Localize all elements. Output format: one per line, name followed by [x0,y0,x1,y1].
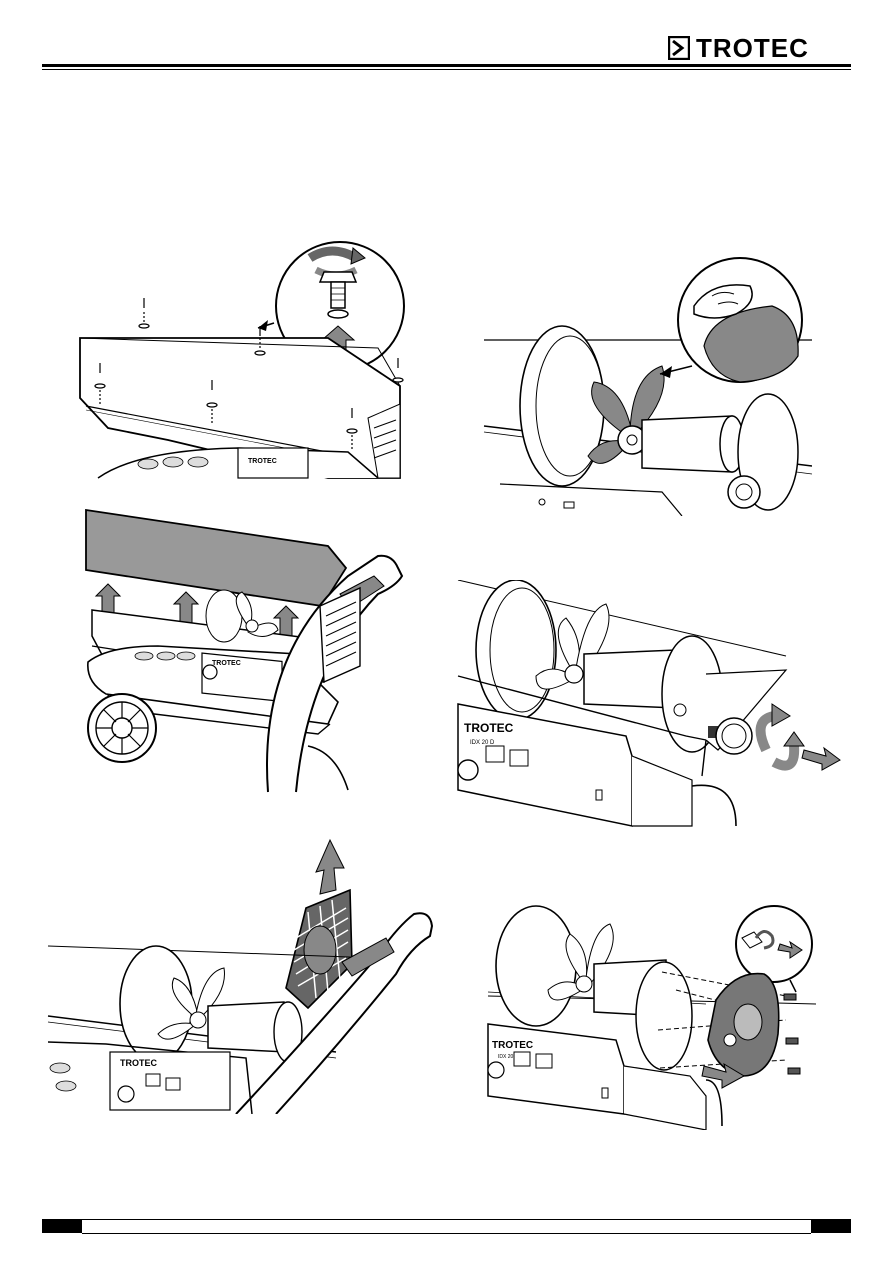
footer-block-left [42,1219,82,1233]
figure-remove-screws: TROTEC [78,228,408,484]
panel-brand-text: TROTEC [248,458,277,465]
figure-unscrew-gauge: TROTEC IDX 20 D [456,580,846,840]
figure-remove-grille: TROTEC [46,838,434,1114]
header-rule [42,64,851,67]
panel-brand-text: TROTEC [492,1040,533,1051]
footer-block-right [811,1219,851,1233]
panel-brand-text: TROTEC [212,660,241,667]
trotec-logo: TROTEC [668,36,852,60]
panel-brand-text: TROTEC [464,721,514,735]
brand-name: TROTEC [696,34,809,62]
panel-brand-text: TROTEC [120,1058,157,1068]
logo-chevron-icon [668,36,690,60]
figure-lift-cover: TROTEC [78,506,418,796]
footer-rule [82,1219,811,1234]
panel-model-text: IDX 20 D [470,740,495,746]
figure-remove-end-plate: TROTEC IDX 20 D [486,900,816,1130]
figure-clean-fan [482,256,812,516]
header-rule-thin [42,69,851,70]
page-footer [42,1219,851,1233]
